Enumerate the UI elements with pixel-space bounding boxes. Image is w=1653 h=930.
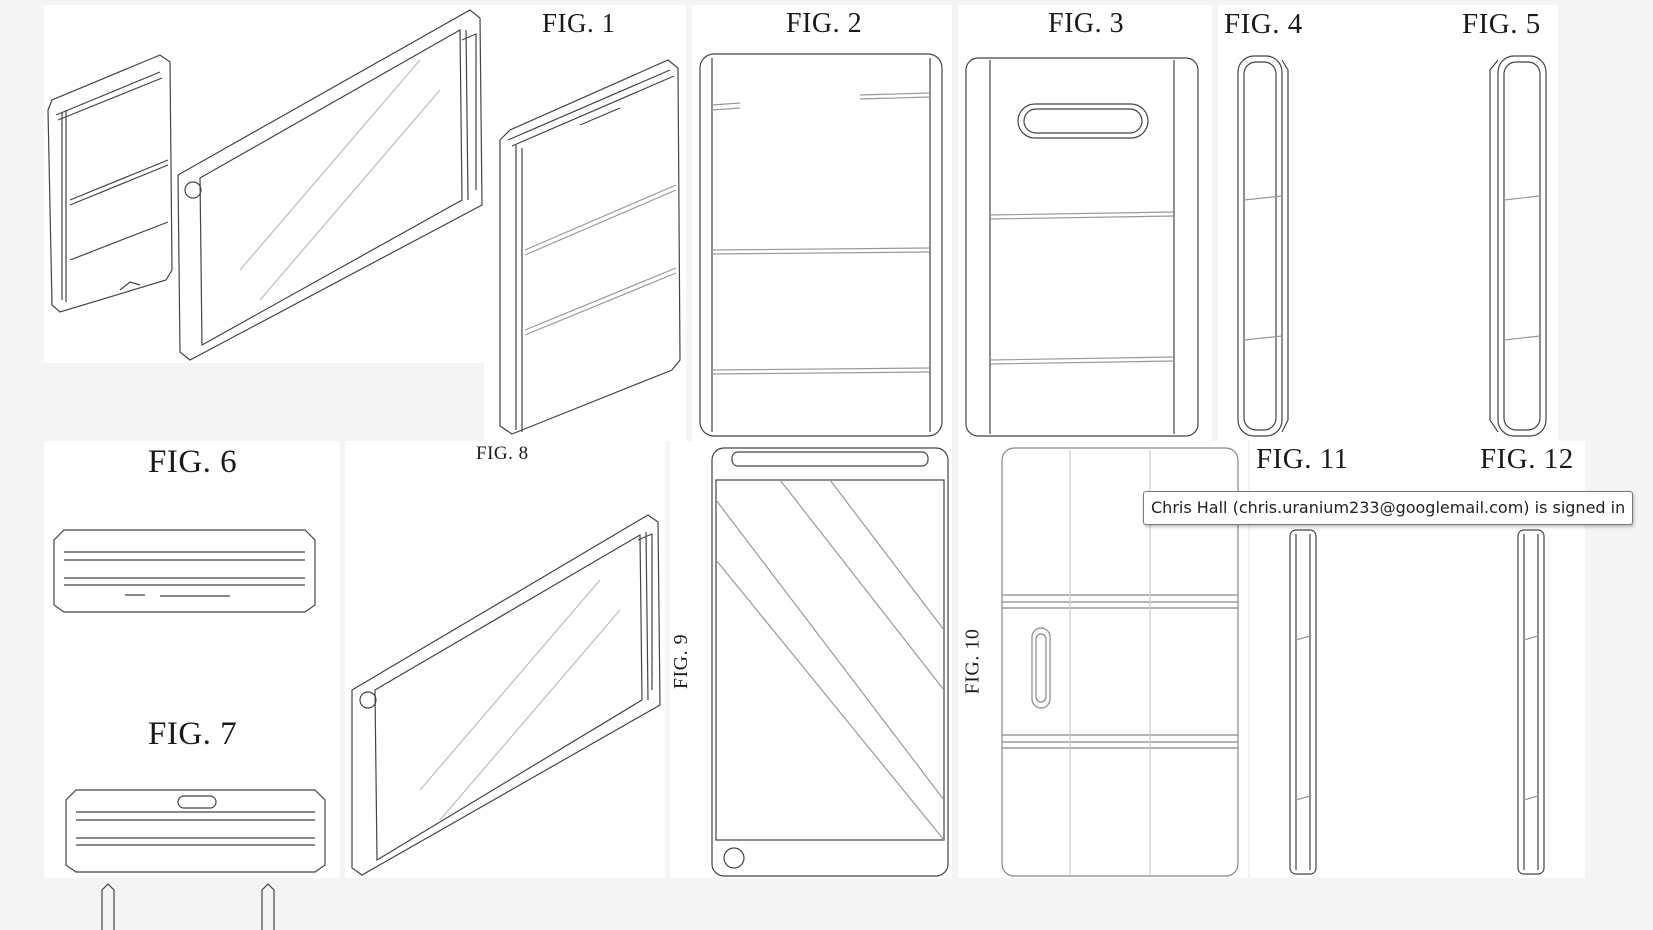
fig4-drawing bbox=[1237, 55, 1289, 437]
fig5-drawing bbox=[1489, 55, 1547, 437]
fig7-label: FIG. 7 bbox=[148, 716, 238, 752]
panel-perspective bbox=[44, 5, 484, 363]
fig10-drawing bbox=[1001, 447, 1239, 877]
panel-fig9 bbox=[670, 441, 952, 878]
fig9-label: FIG. 9 bbox=[670, 633, 693, 690]
fig4-label: FIG. 4 bbox=[1224, 8, 1303, 40]
folded-phone-perspective-drawing bbox=[47, 54, 173, 313]
fig10-label: FIG. 10 bbox=[961, 628, 984, 695]
fig6-label: FIG. 6 bbox=[148, 444, 238, 480]
fig7-drawing bbox=[65, 789, 326, 873]
unfolded-phone-perspective-drawing bbox=[177, 9, 483, 361]
fig12-drawing bbox=[1517, 529, 1545, 875]
fig11-drawing bbox=[1289, 529, 1317, 875]
panel-fig6-7 bbox=[44, 441, 340, 878]
fig8-drawing bbox=[351, 514, 661, 876]
fig2-drawing bbox=[699, 53, 943, 437]
fig12-label: FIG. 12 bbox=[1480, 443, 1574, 475]
fig6-drawing bbox=[53, 529, 316, 613]
fig11-label: FIG. 11 bbox=[1256, 443, 1349, 475]
fig9-drawing bbox=[711, 447, 949, 877]
panel-fig3 bbox=[958, 5, 1212, 441]
fig3-label: FIG. 3 bbox=[1048, 8, 1125, 39]
fig2-label: FIG. 2 bbox=[786, 8, 863, 39]
fig5-label: FIG. 5 bbox=[1462, 8, 1541, 40]
partial-bottom-drawing bbox=[101, 883, 275, 930]
fig1-label: FIG. 1 bbox=[542, 8, 616, 38]
panel-fig8 bbox=[345, 441, 665, 878]
fig1-drawing bbox=[499, 59, 681, 435]
panel-fig4-5 bbox=[1218, 5, 1558, 441]
signed-in-tooltip: Chris Hall (chris.uranium233@googlemail.… bbox=[1143, 491, 1634, 525]
fig3-drawing bbox=[965, 57, 1199, 437]
fig8-label: FIG. 8 bbox=[476, 443, 529, 464]
